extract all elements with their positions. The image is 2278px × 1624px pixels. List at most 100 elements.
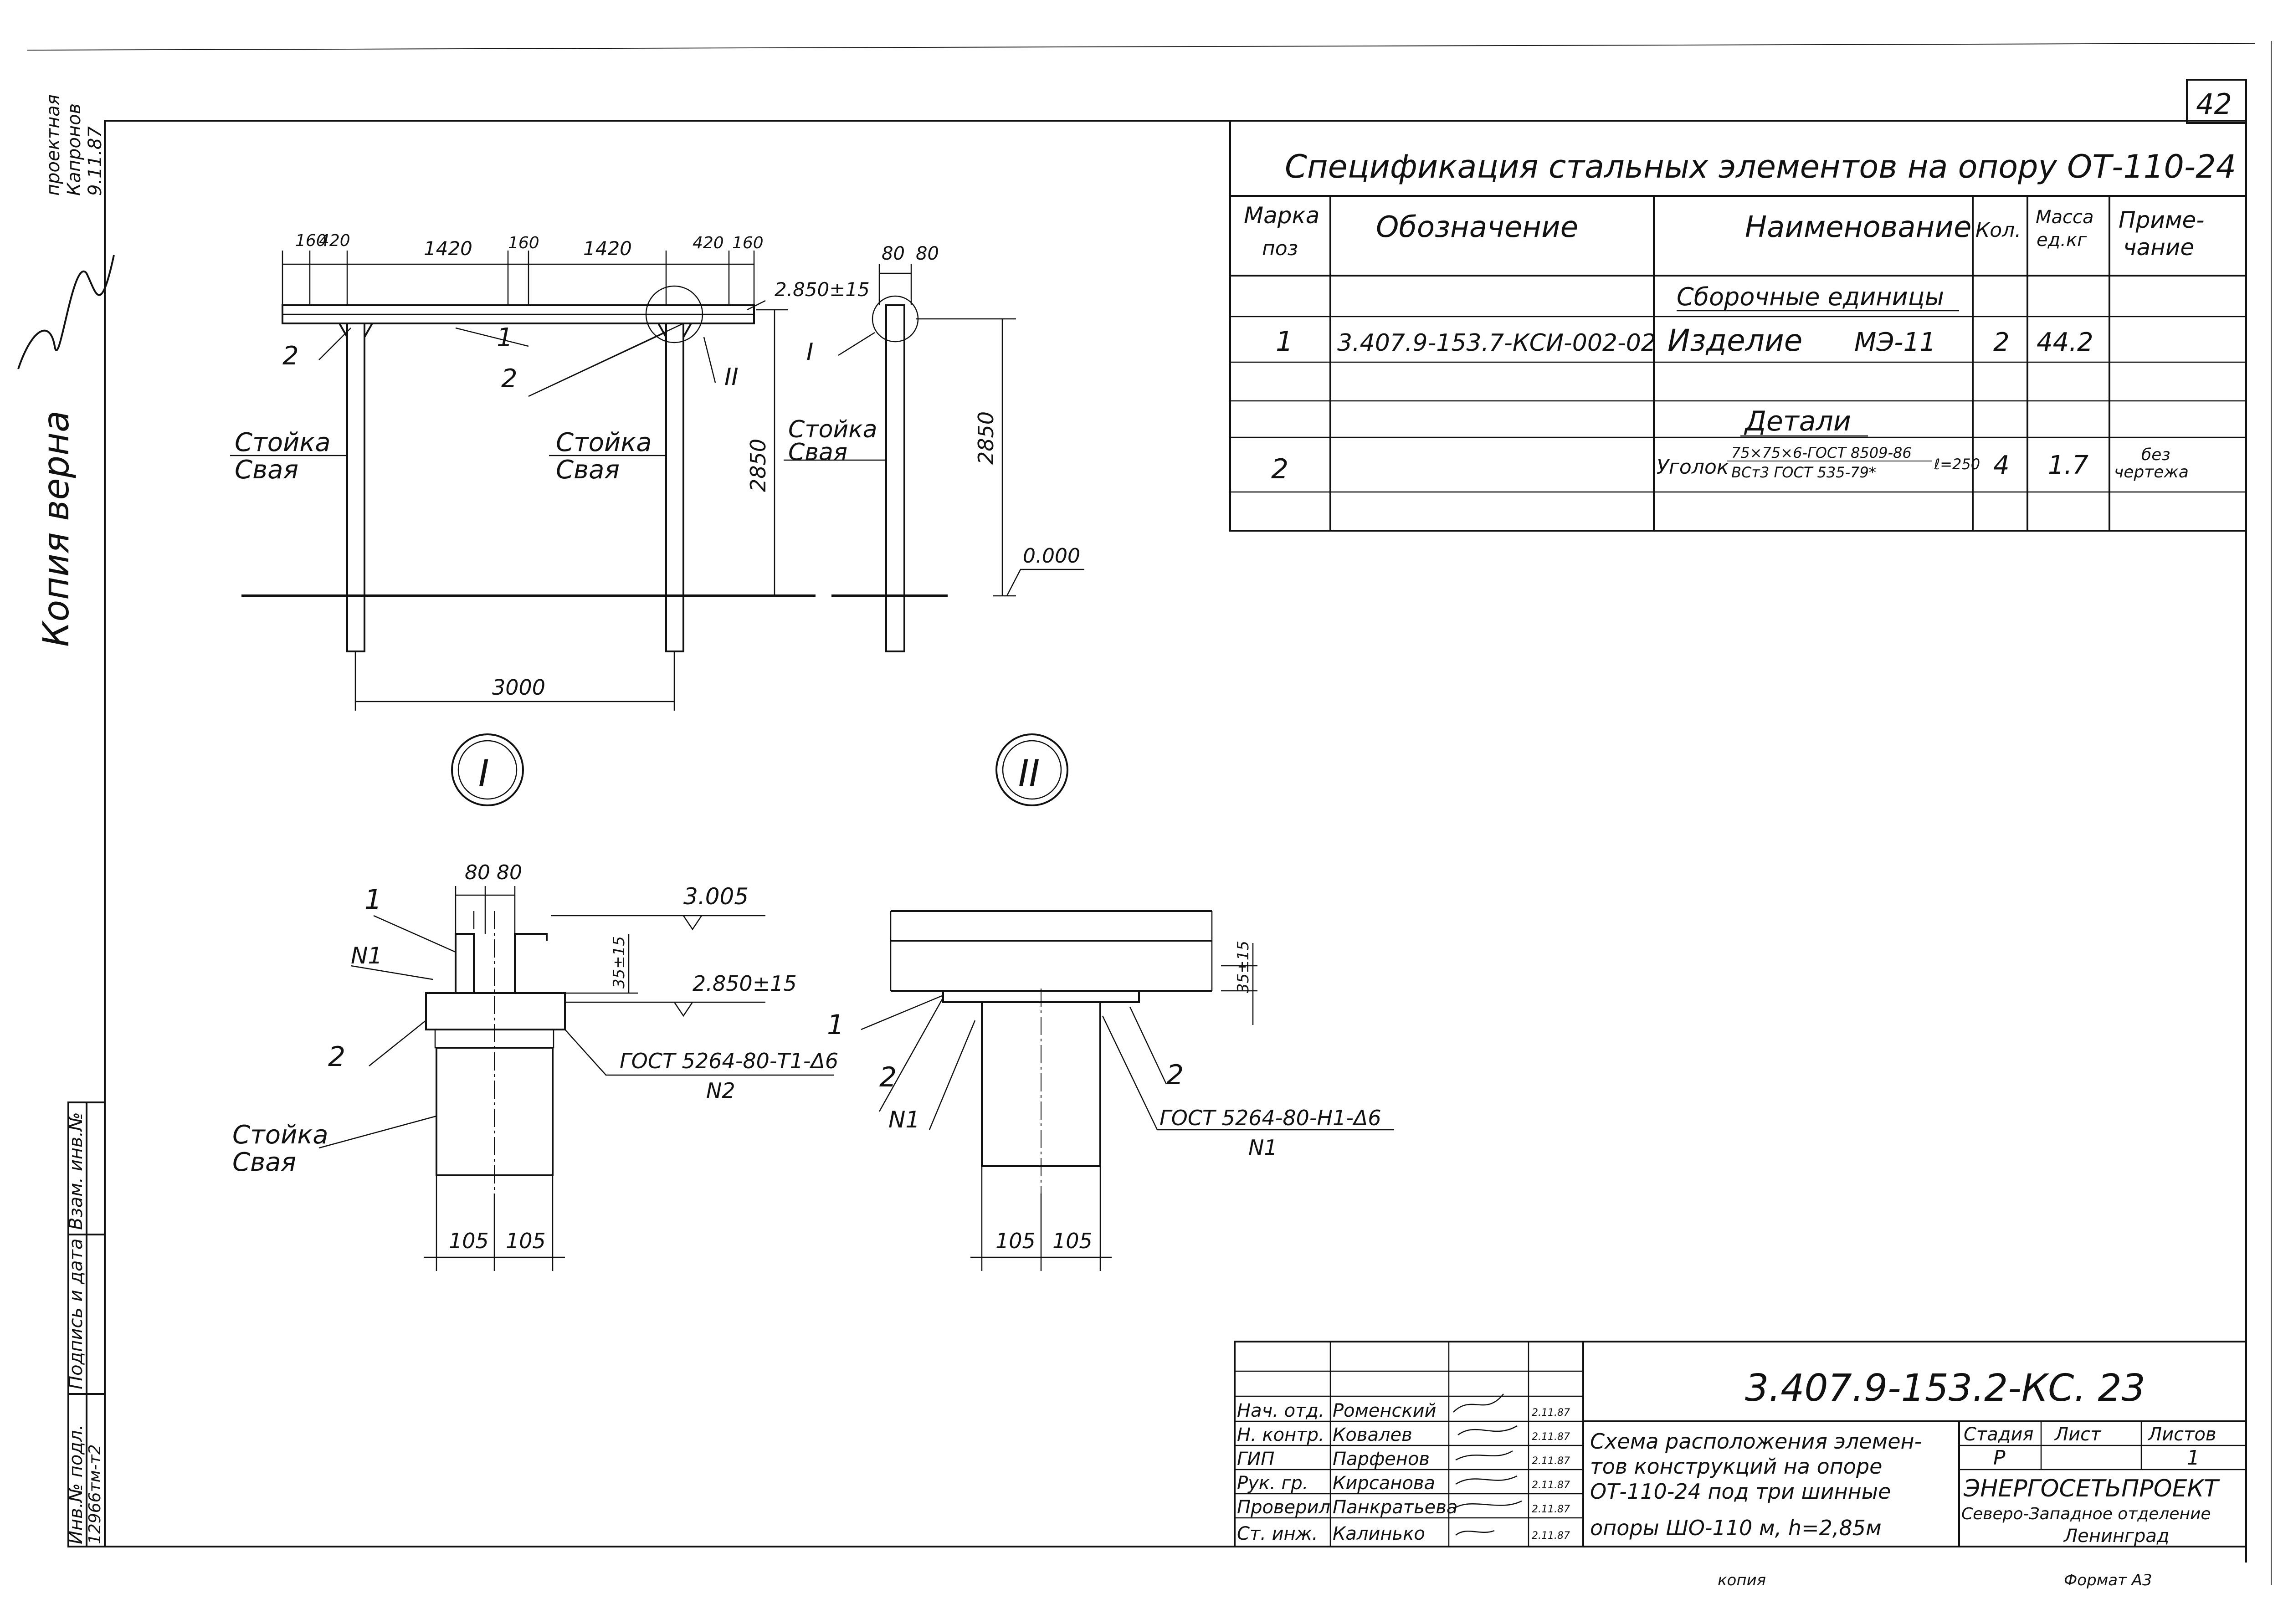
title-desc-2: тов конструкций на опоре: [1590, 1454, 1882, 1479]
front-dim-420b: 420: [693, 234, 724, 252]
title-stage-header: Стадия: [1964, 1424, 2033, 1445]
detail-I-drawing: [318, 886, 834, 1271]
detail-I-dim-105a: 105: [449, 1229, 489, 1253]
spec-row2-mark: 2: [1271, 453, 1288, 485]
front-dim-160a: 160: [295, 231, 327, 250]
spec-header-designation: Обозначение: [1376, 210, 1578, 244]
front-part2a-label: 2: [282, 341, 299, 371]
side-callout-I: I: [806, 338, 813, 366]
title-org-name: ЭНЕРГОСЕТЬПРОЕКТ: [1963, 1475, 2220, 1502]
side-height-dim: 2850: [974, 411, 998, 465]
detail-I-weld-no: N2: [706, 1078, 735, 1103]
left-strip: [67, 1101, 106, 1547]
side-pile-label: Свая: [788, 439, 847, 466]
margin-note: Копия верна: [36, 410, 77, 647]
footer-copy: копия: [1718, 1571, 1766, 1589]
title-desc-1: Схема расположения элемен-: [1590, 1429, 1922, 1454]
front-pile-label-b: Свая: [556, 455, 620, 485]
spec-row2-mass: 1.7: [2048, 451, 2088, 480]
spec-header-qty: Кол.: [1975, 219, 2021, 242]
front-height-dim: 2850: [746, 439, 770, 492]
side-elev-zero: 0.000: [1023, 544, 1080, 568]
spec-header-mark-2: поз: [1262, 237, 1298, 260]
spec-row2-name: Уголок: [1657, 456, 1729, 479]
role-2-name: Парфенов: [1333, 1449, 1430, 1470]
role-0: Нач. отд.: [1237, 1400, 1324, 1421]
detail-I-dim-80b: 80: [497, 861, 522, 884]
spec-row2-qty: 4: [1993, 451, 2010, 480]
front-dim-420a: 420: [319, 231, 350, 250]
margin-note-line4: 9.11.87: [85, 126, 106, 196]
title-org-city: Ленинград: [2063, 1526, 2170, 1547]
detail-marker-II-label: II: [1018, 752, 1040, 794]
spec-row2-name-bottom: ВСт3 ГОСТ 535-79*: [1731, 464, 1876, 481]
role-3-name: Кирсанова: [1333, 1473, 1435, 1494]
detail-II-weld-spec: ГОСТ 5264-80-Н1-Δ6: [1160, 1106, 1381, 1130]
detail-II-part2b: 2: [1166, 1059, 1184, 1091]
signatures: [1453, 1393, 1522, 1536]
side-post-label: Стойка: [788, 416, 877, 443]
detail-II-offset: 35±15: [1234, 941, 1252, 993]
front-span-dim: 3000: [492, 675, 545, 700]
margin-note-2: проектная Капронов 9.11.87: [43, 94, 106, 196]
spec-row1-name-code: МЭ-11: [1854, 328, 1936, 357]
front-post-label-a: Стойка: [235, 428, 331, 457]
signature-mark: [17, 255, 115, 369]
role-4-name: Панкратьева: [1333, 1497, 1457, 1518]
spec-row1-mass: 44.2: [2037, 328, 2093, 357]
title-desc-4: опоры ШО-110 м, h=2,85м: [1590, 1516, 1882, 1540]
role-0-name: Роменский: [1333, 1400, 1437, 1421]
detail-I-dim-105b: 105: [506, 1229, 546, 1253]
role-4: Проверил: [1237, 1497, 1330, 1518]
role-3: Рук. гр.: [1237, 1473, 1308, 1494]
side-dim-80b: 80: [916, 243, 939, 264]
front-part1-label: 1: [497, 323, 513, 353]
title-doc-code: 3.407.9-153.2-КС. 23: [1745, 1367, 2145, 1410]
spec-header-note-1: Приме-: [2119, 207, 2204, 233]
detail-II-weld-left: N1: [888, 1107, 920, 1133]
strip-inv-no: 12966тм-т2: [86, 1444, 104, 1544]
front-callout-II: II: [724, 364, 739, 391]
detail-II-drawing: [861, 910, 1394, 1271]
detail-marker-I: [451, 733, 524, 806]
title-block: [1234, 1341, 2247, 1547]
title-sheets-value: 1: [2187, 1446, 2200, 1470]
role-4-date: 2.11.87: [1532, 1504, 1570, 1515]
strip-replace-label: Взам. инв.№: [66, 1112, 87, 1230]
spec-table: [1229, 120, 2247, 532]
title-sheet-header: Лист: [2054, 1424, 2102, 1445]
sheet-frame: [27, 41, 2272, 1585]
role-1: Н. контр.: [1237, 1424, 1324, 1445]
spec-section-assembly: Сборочные единицы: [1677, 282, 1944, 311]
sheet-number: 42: [2196, 87, 2232, 121]
spec-header-mark-1: Марка: [1244, 202, 1319, 229]
front-dim-1420b: 1420: [583, 237, 632, 260]
spec-header-mass-1: Масса: [2036, 207, 2094, 228]
front-dim-1420a: 1420: [424, 237, 472, 260]
detail-I-part1: 1: [364, 884, 382, 916]
role-5: Ст. инж.: [1237, 1523, 1318, 1544]
side-dim-80a: 80: [882, 243, 905, 264]
margin-note-line1: Копия верна: [36, 410, 77, 647]
detail-I-elev-mid: 2.850±15: [693, 971, 797, 996]
strip-inv-label: Инв.№ подл.: [66, 1424, 87, 1544]
spec-header-name: Наименование: [1745, 210, 1971, 244]
role-1-name: Ковалев: [1333, 1424, 1412, 1445]
front-pile-label-a: Свая: [235, 455, 298, 485]
detail-I-elev-top: 3.005: [683, 883, 749, 910]
spec-header-note-2: чание: [2123, 234, 2194, 261]
detail-I-pile-label: Свая: [232, 1148, 296, 1177]
title-sheets-header: Листов: [2147, 1424, 2216, 1445]
strip-signature-label: Подпись и дата: [66, 1239, 87, 1389]
role-5-date: 2.11.87: [1532, 1530, 1570, 1542]
footer-format: Формат А3: [2064, 1571, 2152, 1589]
front-elev-top: 2.850±15: [775, 278, 870, 301]
detail-I-weld-label: N1: [351, 943, 382, 969]
detail-I-part2: 2: [328, 1041, 345, 1073]
front-dim-160b: 160: [508, 234, 539, 252]
detail-I-post-label: Стойка: [232, 1120, 328, 1150]
role-2: ГИП: [1237, 1449, 1274, 1470]
detail-I-offset: 35±15: [610, 936, 628, 989]
spec-row1-name: Изделие: [1667, 323, 1802, 358]
